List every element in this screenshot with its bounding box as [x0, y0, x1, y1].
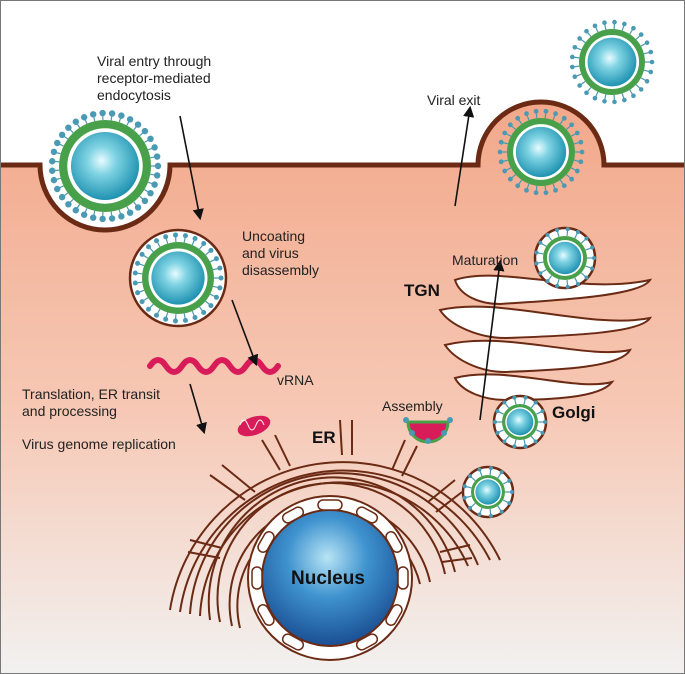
label-assembly: Assembly — [382, 398, 443, 414]
label-translation: Translation, ER transit and processing — [22, 386, 160, 420]
label-er: ER — [312, 428, 336, 447]
golgi-apparatus — [438, 274, 653, 402]
plasma-membrane — [1, 99, 684, 233]
label-line: receptor-mediated — [97, 70, 211, 86]
label-line: and processing — [22, 403, 117, 419]
label-maturation: Maturation — [452, 252, 519, 268]
virus-tgn — [533, 226, 597, 290]
virus-released — [570, 19, 655, 105]
nucleus — [247, 495, 413, 661]
virus-golgi — [492, 394, 548, 450]
virus-er-budding — [461, 465, 515, 519]
translation-arrow — [189, 383, 207, 435]
er-replication-rna — [237, 415, 271, 437]
label-viral-entry: Viral entry through receptor-mediated en… — [97, 53, 211, 104]
arrows — [179, 105, 505, 435]
label-golgi: Golgi — [552, 403, 596, 422]
assembly-particle — [403, 417, 453, 444]
virus-entering — [48, 109, 162, 223]
label-line: Uncoating — [242, 228, 306, 244]
exit-arrow — [454, 105, 475, 207]
label-replication: Virus genome replication — [22, 436, 176, 452]
label-line: and virus — [242, 245, 299, 261]
entry-arrow — [179, 115, 204, 221]
label-vrna: vRNA — [277, 372, 314, 388]
maturation-arrow — [479, 259, 505, 421]
label-line: disassembly — [242, 262, 320, 278]
label-viral-exit: Viral exit — [427, 92, 481, 108]
virus-endosome — [128, 228, 228, 328]
label-line: endocytosis — [97, 87, 171, 103]
nuclear-pores — [251, 499, 409, 651]
label-nucleus: Nucleus — [291, 568, 365, 589]
label-tgn: TGN — [404, 281, 440, 300]
label-line: Translation, ER transit — [22, 386, 160, 402]
virus-budding — [497, 108, 585, 196]
label-line: Viral entry through — [97, 53, 212, 69]
label-uncoating: Uncoating and virus disassembly — [242, 228, 319, 279]
uncoating-arrow — [231, 299, 259, 367]
virus-particles — [48, 19, 655, 519]
